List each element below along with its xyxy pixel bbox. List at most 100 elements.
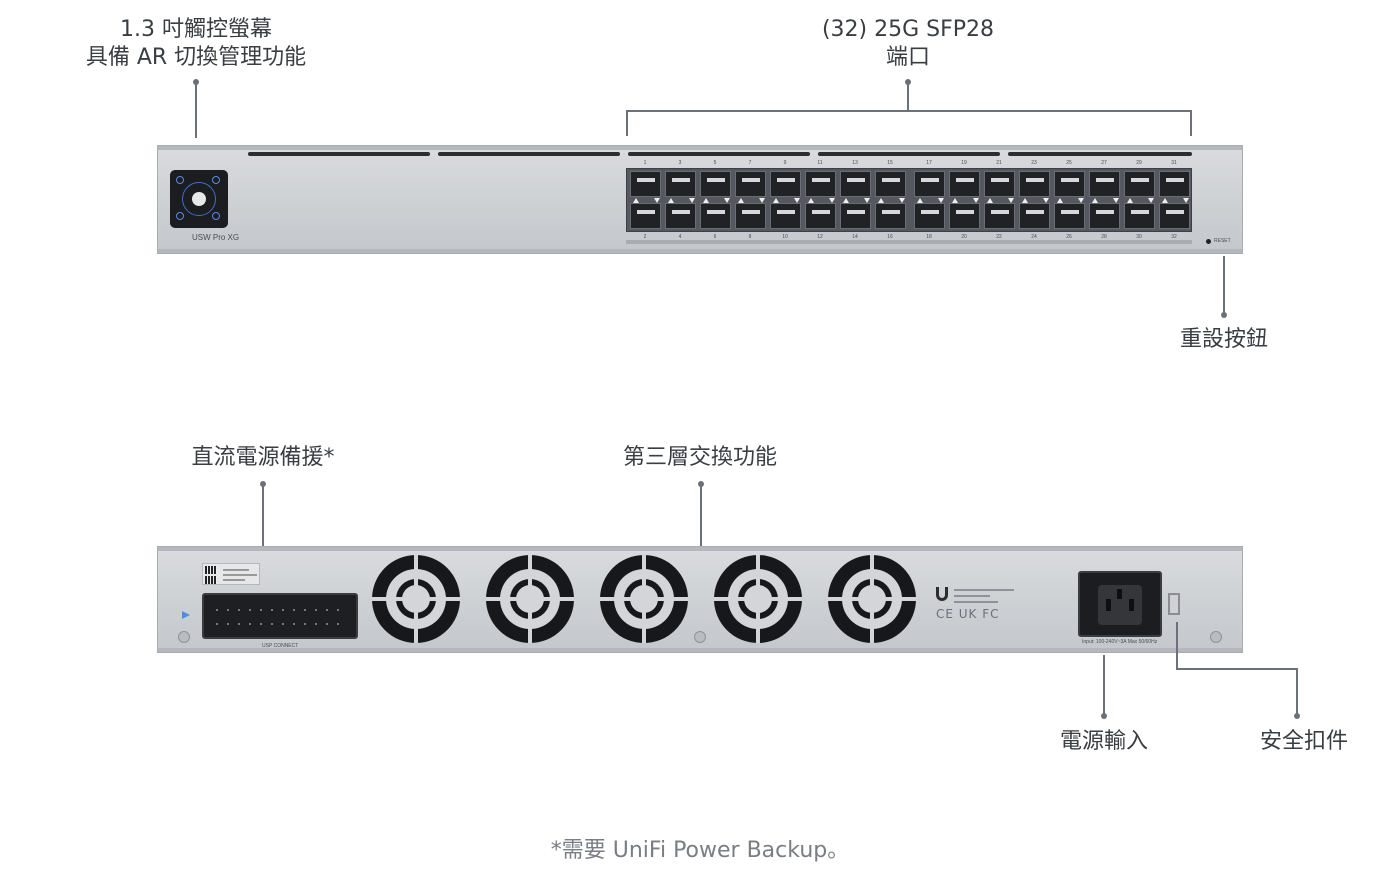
sfp28-port[interactable] [1054, 171, 1085, 197]
sfp28-port[interactable] [949, 203, 980, 229]
sfp28-port[interactable] [914, 171, 945, 197]
vent-bar [818, 152, 1000, 156]
sfp28-port[interactable] [770, 171, 801, 197]
screw-icon [1210, 631, 1222, 643]
arrow-down-icon [829, 198, 835, 203]
port-number: 8 [748, 234, 752, 240]
leader-line-sfp-right [1190, 110, 1192, 136]
leader-line-layer3 [700, 484, 702, 546]
sfp28-port[interactable] [914, 203, 945, 229]
sfp28-port[interactable] [984, 203, 1015, 229]
sfp28-port[interactable] [665, 171, 696, 197]
connector-pin [249, 623, 251, 625]
connector-pin [326, 623, 328, 625]
sfp28-port[interactable] [875, 171, 906, 197]
sfp28-port[interactable] [1159, 171, 1190, 197]
regulatory-marks: CE UK FC [936, 607, 1000, 621]
port-number: 14 [852, 234, 858, 240]
sfp28-port[interactable] [984, 171, 1015, 197]
connector-pin [238, 623, 240, 625]
arrow-up-icon [703, 198, 709, 203]
sfp28-port[interactable] [840, 171, 871, 197]
port-number: 7 [748, 160, 752, 166]
reg-text-line [954, 595, 990, 597]
sfp28-port[interactable] [1019, 171, 1050, 197]
port-number: 24 [1031, 234, 1037, 240]
sfp28-port[interactable] [735, 171, 766, 197]
arrow-down-icon [759, 198, 765, 203]
port-number: 21 [996, 160, 1002, 166]
arrow-down-icon [1183, 198, 1189, 203]
leader-line-dc [262, 484, 264, 546]
ac-power-inlet[interactable] [1078, 571, 1162, 637]
arrow-up-icon [1022, 198, 1028, 203]
sfp28-port[interactable] [805, 203, 836, 229]
connector-pin [293, 623, 295, 625]
fan-vent [372, 555, 460, 643]
reset-button[interactable] [1206, 239, 1211, 244]
arrow-up-icon [773, 198, 779, 203]
port-number: 15 [887, 160, 893, 166]
sfp28-port[interactable] [770, 203, 801, 229]
leader-line-sfp-bracket [626, 110, 1192, 112]
touchscreen-display[interactable] [170, 170, 228, 228]
sfp28-port[interactable] [735, 203, 766, 229]
arrow-up-icon [917, 198, 923, 203]
leader-line-touchscreen [195, 82, 197, 138]
security-clip[interactable] [1168, 593, 1180, 615]
sfp28-port[interactable] [630, 203, 661, 229]
port-number: 28 [1101, 234, 1107, 240]
sfp28-port[interactable] [805, 171, 836, 197]
sfp28-port[interactable] [1089, 203, 1120, 229]
sfp28-port[interactable] [1054, 203, 1085, 229]
callout-power-input: 電源輸入 [1059, 729, 1148, 754]
connector-pin [227, 623, 229, 625]
arrow-up-icon [1092, 198, 1098, 203]
leader-line-power [1103, 655, 1105, 715]
power-rating-label: Input: 100-240V~3A Max 50/60Hz [1082, 639, 1158, 645]
sfp28-port[interactable] [665, 203, 696, 229]
port-number: 27 [1101, 160, 1107, 166]
arrow-up-icon [808, 198, 814, 203]
vent-bar [438, 152, 620, 156]
connector-pin [260, 623, 262, 625]
connector-pin [271, 609, 273, 611]
usp-dc-connector[interactable] [202, 593, 358, 639]
model-label: USW Pro XG [192, 233, 240, 242]
reg-text-line [954, 589, 1014, 591]
sfp28-port[interactable] [1124, 171, 1155, 197]
sfp28-port[interactable] [630, 171, 661, 197]
sfp28-port[interactable] [840, 203, 871, 229]
arrow-up-icon [952, 198, 958, 203]
sfp28-port-block [626, 168, 1192, 232]
arrow-down-icon [724, 198, 730, 203]
sfp28-port[interactable] [1159, 203, 1190, 229]
sfp28-port[interactable] [700, 203, 731, 229]
port-number: 22 [996, 234, 1002, 240]
sfp28-port[interactable] [1089, 171, 1120, 197]
leader-line-clip-horizontal [1176, 668, 1298, 670]
connector-pin [238, 609, 240, 611]
arrow-up-icon [1057, 198, 1063, 203]
callout-reset-button: 重設按鈕 [1179, 327, 1268, 352]
callout-touchscreen: 1.3 吋觸控螢幕 具備 AR 切換管理功能 [85, 17, 307, 70]
fan-vent [600, 555, 688, 643]
connector-pin [304, 623, 306, 625]
port-number: 25 [1066, 160, 1072, 166]
port-number: 29 [1136, 160, 1142, 166]
sfp28-port[interactable] [1124, 203, 1155, 229]
sfp28-port[interactable] [875, 203, 906, 229]
sfp28-port[interactable] [949, 171, 980, 197]
sfp28-port[interactable] [700, 171, 731, 197]
connector-pin [315, 623, 317, 625]
callout-layer3: 第三層交換功能 [622, 445, 777, 470]
port-number: 4 [678, 234, 682, 240]
usp-connect-label: USP CONNECT [262, 643, 299, 649]
sfp28-port[interactable] [1019, 203, 1050, 229]
status-led-icon [182, 611, 190, 619]
connector-pin [249, 609, 251, 611]
screw-icon [178, 631, 190, 643]
connector-pin [337, 609, 339, 611]
port-number: 31 [1171, 160, 1177, 166]
